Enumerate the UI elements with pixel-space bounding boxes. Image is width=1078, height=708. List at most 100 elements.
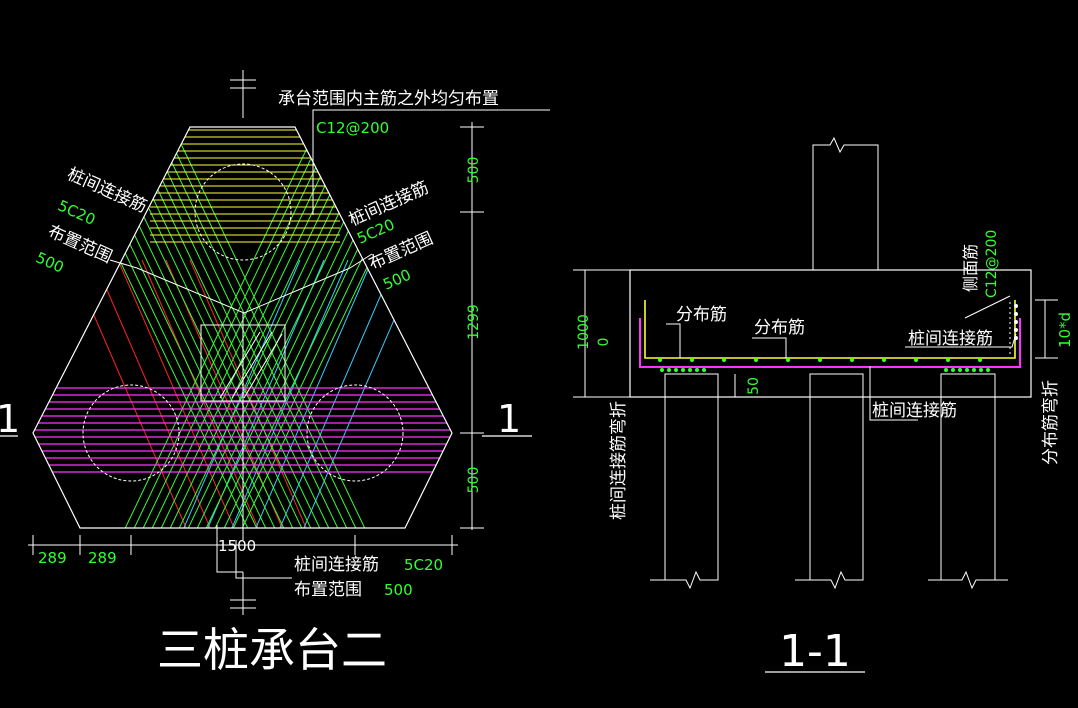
connection-bar-dot bbox=[986, 368, 990, 372]
connection-bar-dot bbox=[951, 368, 955, 372]
side-bar-dot bbox=[1014, 320, 1018, 324]
pile-circle-top bbox=[194, 163, 292, 261]
side-bar-dot bbox=[1014, 336, 1018, 340]
section-mark-left: 1 bbox=[0, 397, 20, 441]
yellow-rebar-set bbox=[150, 129, 340, 243]
section-column bbox=[812, 136, 879, 270]
dim-right-2-group: 1299 bbox=[466, 304, 482, 340]
green-rebar-line bbox=[159, 127, 381, 528]
green-rebar-line bbox=[181, 127, 403, 528]
green-rebar-line bbox=[127, 127, 349, 528]
left-range-value-group: 500 bbox=[33, 249, 66, 277]
left-range-value: 500 bbox=[33, 249, 66, 277]
dist-bar-label-2: 分布筋 bbox=[754, 318, 805, 338]
section-cap-outline bbox=[629, 269, 1032, 398]
section-piles bbox=[650, 373, 1008, 590]
distribution-bar-dot bbox=[786, 358, 790, 362]
distribution-bar-dot bbox=[658, 358, 662, 362]
bottom-range-label: 布置范围 bbox=[294, 580, 362, 600]
green-rebar-line bbox=[217, 127, 439, 528]
dim-height: 1000 bbox=[576, 314, 592, 350]
right-dimension-lines bbox=[460, 122, 484, 530]
dim-right-1: 500 bbox=[466, 157, 482, 184]
connection-bar-dot bbox=[979, 368, 983, 372]
section-connection-bar bbox=[639, 318, 1021, 368]
section-mark-right: 1 bbox=[497, 397, 521, 441]
bottom-note-leader bbox=[235, 540, 292, 579]
side-bar-dot bbox=[1014, 328, 1018, 332]
dim-zero: 0 bbox=[596, 338, 612, 347]
section-dimension-lines bbox=[573, 269, 1058, 398]
red-rebar-line bbox=[93, 259, 225, 528]
distribution-bar-dot bbox=[818, 358, 822, 362]
connection-bar-dot bbox=[667, 368, 671, 372]
section-bar-dots bbox=[658, 304, 1018, 372]
dim-bottom-2: 289 bbox=[88, 549, 117, 567]
side-bar-label: 侧面筋 bbox=[961, 244, 980, 292]
connection-bar-dot bbox=[660, 368, 664, 372]
centerlines bbox=[230, 70, 256, 615]
bottom-conn-label: 桩间连接筋 bbox=[294, 555, 379, 575]
dim-50-group: 50 bbox=[746, 377, 762, 395]
dim-right-1-group: 500 bbox=[466, 157, 482, 184]
side-bar-dot bbox=[1014, 304, 1018, 308]
connection-bar-dot bbox=[674, 368, 678, 372]
distribution-bar-dot bbox=[850, 358, 854, 362]
pile-circle-left bbox=[82, 384, 180, 482]
side-bar-spec-group: C12@200 bbox=[984, 230, 1000, 298]
distribution-bar-dot bbox=[722, 358, 726, 362]
red-rebar-line bbox=[189, 259, 321, 528]
dim-right-3: 500 bbox=[466, 467, 482, 494]
red-rebar-line bbox=[141, 259, 273, 528]
bottom-dimension-lines bbox=[28, 535, 458, 555]
cyan-rebar-line bbox=[289, 259, 421, 528]
top-note: 承台范围内主筋之外均匀布置 bbox=[278, 89, 499, 109]
cyan-rebar-line bbox=[265, 259, 397, 528]
distribution-bar-dot bbox=[978, 358, 982, 362]
section-view bbox=[573, 136, 1058, 590]
top-note-leader bbox=[312, 109, 550, 215]
distribution-bar-dot bbox=[946, 358, 950, 362]
section-title: 1-1 bbox=[779, 626, 851, 677]
conn-bar-label-right: 桩间连接筋 bbox=[908, 329, 993, 349]
cyan-rebar-line bbox=[193, 259, 325, 528]
top-spec: C12@200 bbox=[316, 119, 389, 137]
distribution-bar-dot bbox=[882, 358, 886, 362]
bottom-conn-spec: 5C20 bbox=[404, 556, 443, 574]
left-vertical-note-group: 桩间连接筋弯折 bbox=[609, 401, 629, 520]
red-rebar-set bbox=[69, 259, 321, 528]
connection-bar-dot bbox=[944, 368, 948, 372]
dim-right-3-group: 500 bbox=[466, 467, 482, 494]
side-bar-label-group: 侧面筋 bbox=[961, 244, 980, 292]
green-rebar-set bbox=[42, 127, 448, 528]
dist-bar-label-1: 分布筋 bbox=[676, 305, 727, 325]
plan-rebar-group bbox=[33, 127, 452, 528]
connection-bar-dot bbox=[965, 368, 969, 372]
red-rebar-line bbox=[69, 259, 201, 528]
red-rebar-line bbox=[117, 259, 249, 528]
green-rebar-line bbox=[145, 127, 367, 528]
green-rebar-line bbox=[163, 127, 385, 528]
green-rebar-line bbox=[150, 127, 372, 528]
side-bar-dot bbox=[1014, 312, 1018, 316]
dim-50: 50 bbox=[746, 377, 762, 395]
plan-view bbox=[0, 70, 550, 615]
green-rebar-line bbox=[105, 127, 327, 528]
cyan-rebar-line bbox=[241, 259, 373, 528]
green-rebar-line bbox=[208, 127, 430, 528]
hook-length: 10*d bbox=[1056, 312, 1074, 348]
green-rebar-line bbox=[190, 127, 412, 528]
connection-bar-dot bbox=[702, 368, 706, 372]
green-rebar-line bbox=[123, 127, 345, 528]
green-rebar-line bbox=[87, 127, 309, 528]
green-rebar-line bbox=[109, 127, 331, 528]
green-rebar-line bbox=[96, 127, 318, 528]
hook-length-group: 10*d bbox=[1056, 312, 1074, 348]
cyan-rebar-line bbox=[217, 259, 349, 528]
green-rebar-line bbox=[69, 127, 291, 528]
conn-bar-label-bottom: 桩间连接筋 bbox=[872, 401, 957, 421]
connection-bar-dot bbox=[958, 368, 962, 372]
dim-bottom-3: 1500 bbox=[218, 537, 256, 555]
right-range-value: 500 bbox=[380, 266, 413, 294]
